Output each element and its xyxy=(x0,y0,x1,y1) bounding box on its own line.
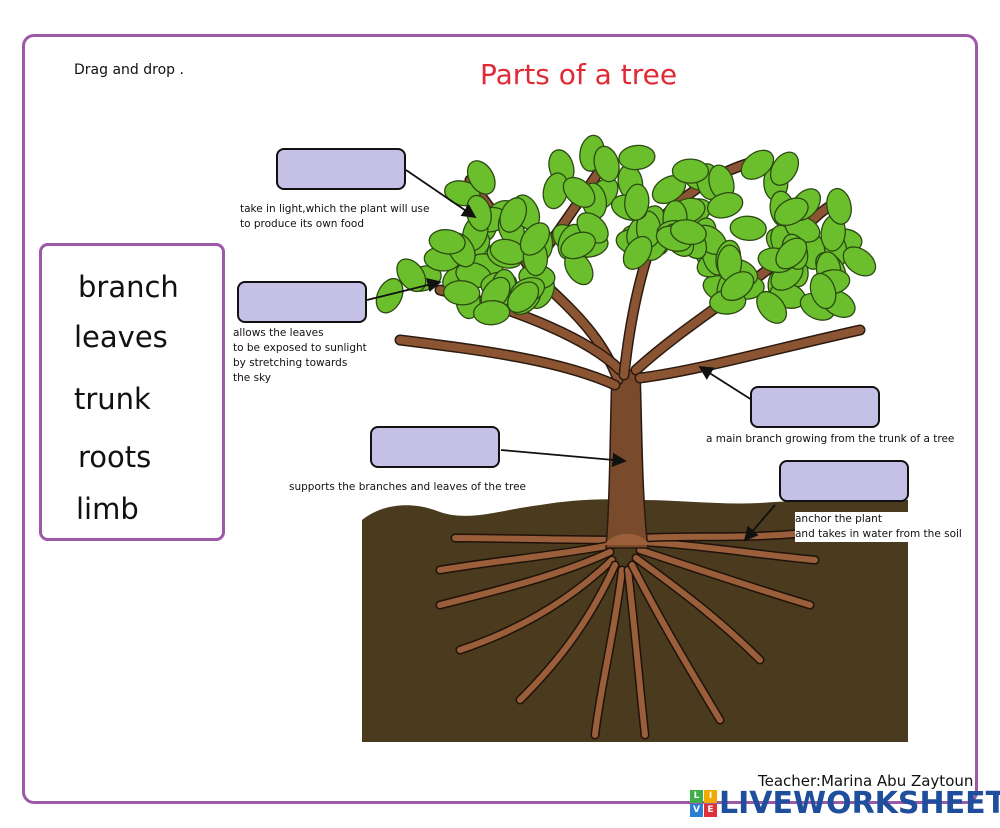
leaf xyxy=(507,281,540,314)
leaf xyxy=(560,231,596,260)
word-trunk[interactable]: trunk xyxy=(74,382,151,416)
leaf xyxy=(396,258,427,293)
root xyxy=(629,562,723,723)
leaf xyxy=(618,144,656,171)
leaf xyxy=(443,280,481,306)
leaf xyxy=(775,237,808,270)
root xyxy=(592,567,625,738)
teacher-credit: Teacher:Marina Abu Zaytoun xyxy=(758,772,974,790)
description-leaves: take in light,which the plant will use t… xyxy=(240,203,430,230)
instruction-text: Drag and drop . xyxy=(74,62,184,78)
leaf xyxy=(729,215,767,241)
description-branch: allows the leaves to be exposed to sunli… xyxy=(233,327,367,384)
root xyxy=(457,557,615,653)
worksheet-frame xyxy=(22,34,978,804)
leaf xyxy=(809,272,837,310)
root xyxy=(633,555,763,663)
word-roots[interactable]: roots xyxy=(78,440,152,474)
leaf xyxy=(769,151,800,186)
pointer-arrow xyxy=(366,278,442,301)
badge-letter: I xyxy=(704,789,717,803)
leaf xyxy=(826,187,852,225)
leaf xyxy=(622,235,653,270)
pointer-arrow xyxy=(500,449,627,468)
leaf xyxy=(740,149,775,180)
trunk-base xyxy=(604,533,650,545)
drop-zone-branch[interactable] xyxy=(237,281,367,323)
leaf xyxy=(706,192,744,219)
leaf xyxy=(375,277,404,314)
word-branch[interactable]: branch xyxy=(78,270,179,304)
leaf xyxy=(593,145,620,183)
description-trunk: supports the branches and leaves of the … xyxy=(289,481,526,493)
badge-letter: L xyxy=(690,789,703,803)
branch xyxy=(636,326,864,382)
page-title: Parts of a tree xyxy=(480,58,678,91)
word-bank: branch leaves trunk roots limb xyxy=(39,243,225,541)
root xyxy=(517,562,618,703)
leaf xyxy=(756,290,788,324)
leaf xyxy=(519,222,551,256)
leaf xyxy=(720,271,755,302)
live-badge-icon: L I V E xyxy=(690,789,717,817)
root xyxy=(625,567,648,738)
root xyxy=(639,539,818,563)
pointer-arrow xyxy=(698,366,753,401)
branch xyxy=(396,336,619,389)
pointer-arrow xyxy=(743,504,776,542)
badge-letter: E xyxy=(704,803,717,817)
drop-zone-roots[interactable] xyxy=(779,460,909,502)
word-limb[interactable]: limb xyxy=(76,492,139,526)
description-limb: a main branch growing from the trunk of … xyxy=(706,433,955,445)
leaf xyxy=(562,176,596,208)
leaf xyxy=(428,229,466,255)
badge-letter: V xyxy=(690,803,703,817)
root xyxy=(437,549,613,608)
leaf xyxy=(472,300,511,326)
leaf xyxy=(669,219,707,246)
root xyxy=(637,547,813,608)
drop-zone-leaves[interactable] xyxy=(276,148,406,190)
word-leaves[interactable]: leaves xyxy=(74,320,168,354)
liveworksheets-logo: L I V E LIVEWORKSHEETS xyxy=(690,785,1000,821)
drop-zone-trunk[interactable] xyxy=(370,426,500,468)
root xyxy=(452,535,618,543)
leaf xyxy=(466,160,496,195)
pointer-arrow xyxy=(405,169,477,219)
leaf xyxy=(671,158,710,184)
leaf xyxy=(499,197,528,233)
branch xyxy=(632,256,784,374)
root xyxy=(437,542,615,573)
drop-zone-limb[interactable] xyxy=(750,386,880,428)
leaf xyxy=(624,183,650,221)
leaf xyxy=(842,246,877,277)
brand-name: LIVEWORKSHEETS xyxy=(719,785,1000,821)
description-roots: anchor the plant and takes in water from… xyxy=(795,512,962,542)
leaf xyxy=(773,197,809,226)
